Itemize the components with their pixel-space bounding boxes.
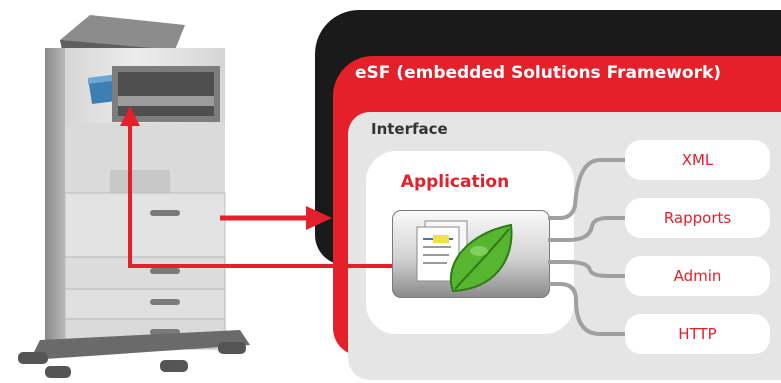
application-tile (392, 210, 550, 298)
service-http: HTTP (625, 314, 770, 354)
service-xml: XML (625, 140, 770, 180)
service-rapports: Rapports (625, 198, 770, 238)
printer-to-framework-arrow (220, 206, 332, 230)
interface-panel-title: Interface (371, 120, 448, 138)
esf-panel-title: eSF (embedded Solutions Framework) (355, 63, 722, 83)
service-http-label: HTTP (678, 325, 717, 343)
leaf-icon (449, 223, 513, 293)
service-rapports-label: Rapports (663, 209, 732, 227)
data-flow-arrow (120, 106, 392, 268)
service-admin-label: Admin (673, 267, 722, 285)
service-connectors (548, 158, 625, 336)
application-title: Application (400, 172, 510, 192)
service-admin: Admin (625, 256, 770, 296)
service-xml-label: XML (681, 151, 714, 169)
